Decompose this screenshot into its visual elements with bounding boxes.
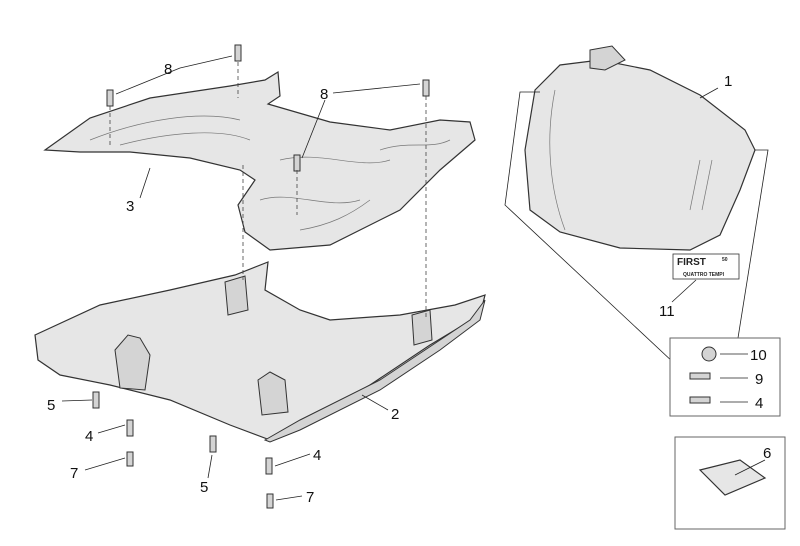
callout-4: 4 (85, 428, 93, 445)
svg-text:50: 50 (722, 257, 728, 263)
svg-text:FIRST: FIRST (677, 257, 706, 268)
side-cover-part-1 (524, 45, 756, 251)
first-50-badge-part-11: FIRST 50 QUATTRO TEMPI (672, 253, 740, 280)
callout-9: 9 (755, 371, 763, 388)
screw-part-4 (689, 396, 711, 404)
callout-11: 11 (659, 303, 675, 320)
svg-text:QUATTRO TEMPI: QUATTRO TEMPI (683, 272, 725, 278)
nut-part-10 (701, 346, 717, 362)
callout-8: 8 (320, 86, 328, 103)
screw-part-9 (689, 372, 711, 380)
callout-7: 7 (70, 465, 78, 482)
callout-10: 10 (750, 347, 767, 364)
lower-body-part-2 (34, 261, 486, 443)
hardware-box (669, 337, 781, 417)
callout-7: 7 (306, 489, 314, 506)
callout-4: 4 (755, 395, 763, 412)
callout-3: 3 (126, 198, 134, 215)
clip-part-6 (698, 459, 767, 496)
callout-1: 1 (724, 73, 732, 90)
callout-2: 2 (391, 406, 399, 423)
assembly-guides (109, 62, 427, 320)
callout-6: 6 (763, 445, 771, 462)
callout-4: 4 (313, 447, 321, 464)
callout-5: 5 (47, 397, 55, 414)
callout-8: 8 (164, 61, 172, 78)
leader-lines (61, 55, 766, 501)
floor-panel-part-3 (43, 70, 476, 251)
callout-5: 5 (200, 479, 208, 496)
